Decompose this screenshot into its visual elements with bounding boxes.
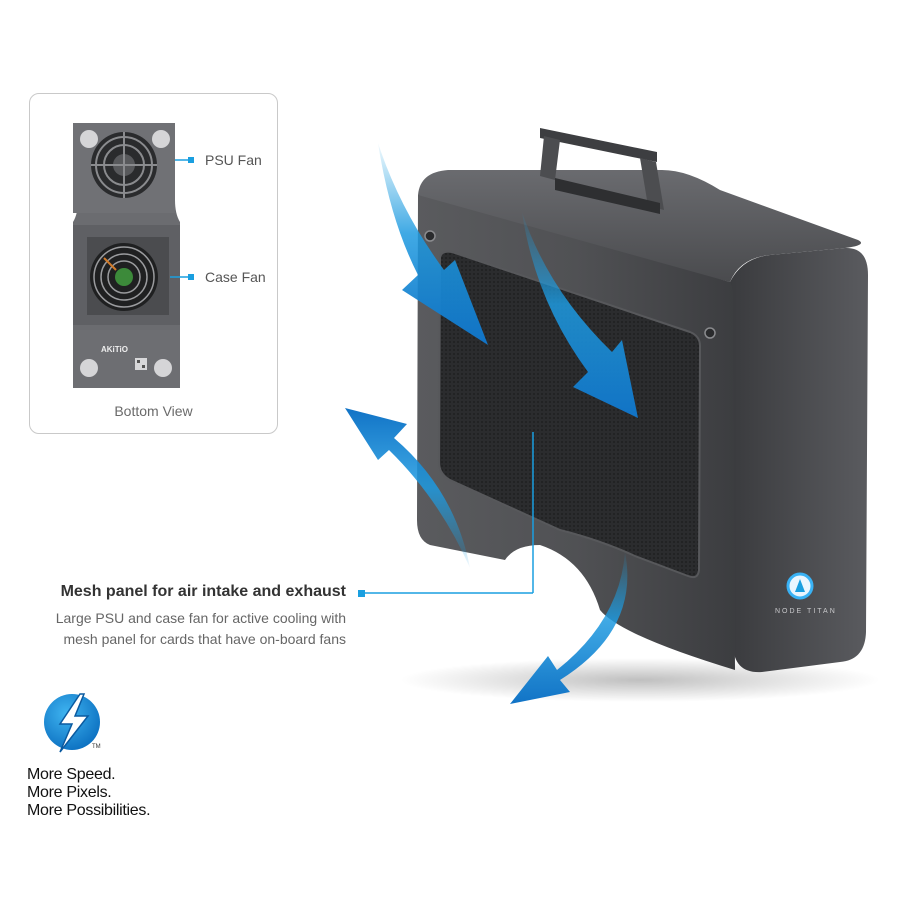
akitio-logo-icon (786, 572, 814, 600)
psu-fan-icon (91, 132, 157, 198)
thunderbolt-icon (44, 693, 100, 753)
bottom-view-illustration (73, 123, 194, 388)
feature-description: Large PSU and case fan for active coolin… (0, 608, 346, 650)
enclosure-illustration (417, 128, 868, 673)
case-fan-icon (87, 237, 169, 315)
tagline-line3: More Possibilities. (27, 802, 151, 819)
feature-headline: Mesh panel for air intake and exhaust (60, 583, 346, 600)
intake-arrow-center (522, 212, 638, 418)
device-name: NODE TITAN (775, 608, 837, 615)
tagline-line1: More Speed. (27, 766, 116, 783)
airflow-arrows (345, 143, 638, 704)
tagline-line2: More Pixels. (27, 784, 112, 801)
feature-description-line1: Large PSU and case fan for active coolin… (55, 610, 346, 626)
feature-description-line2: mesh panel for cards that have on-board … (63, 631, 346, 647)
mesh-callout-leader (358, 432, 534, 597)
case-fan-label: Case Fan (205, 269, 266, 285)
exhaust-arrow-bottom (510, 552, 628, 704)
psu-fan-label: PSU Fan (205, 152, 262, 168)
bottom-view-caption: Bottom View (114, 403, 193, 419)
exhaust-arrow-left (345, 408, 470, 568)
thunderbolt-tagline: More Speed. More Pixels. More Possibilit… (27, 766, 151, 820)
qr-code-icon (135, 358, 147, 370)
inset-brand-mark: AKiTiO (101, 345, 128, 354)
intake-arrow-left (378, 143, 488, 345)
handle-illustration (540, 128, 664, 214)
trademark-mark: TM (92, 744, 101, 750)
